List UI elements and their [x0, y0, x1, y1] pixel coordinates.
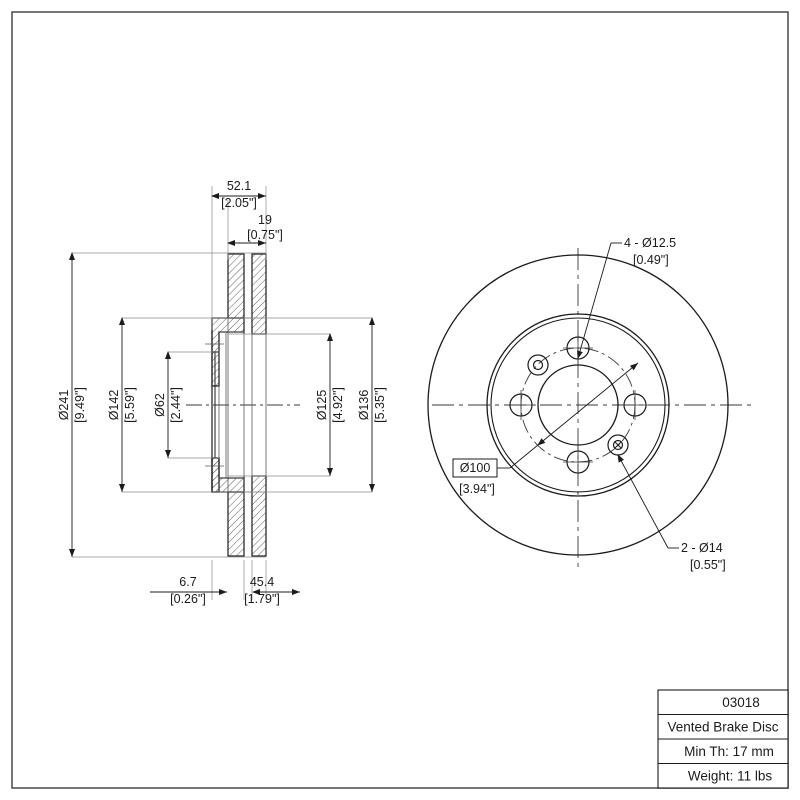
- dim-outer-diameter-imperial: [9.49"]: [73, 387, 87, 423]
- callout-lug-holes-line1: 4 - Ø12.5: [624, 236, 676, 250]
- callout-pilot-holes: 2 - Ø14 [0.55"]: [681, 541, 726, 572]
- dim-center-bore-metric: Ø62: [153, 393, 167, 417]
- front-face-view: Ø100 [3.94"] 4 - Ø12.5 [0.49"] 2 - Ø14 […: [427, 236, 756, 572]
- dim-inner-friction-imperial: [4.92"]: [331, 387, 345, 423]
- dimension-overall-width: 52.1 [2.05"]: [211, 179, 266, 210]
- dim-offset-metric: 45.4: [250, 575, 274, 589]
- dim-flange-thickness-imperial: [0.26"]: [170, 592, 206, 606]
- dimension-disc-thickness: 19 [0.75"]: [227, 213, 283, 246]
- title-block-part-number: 03018: [722, 695, 760, 710]
- dim-center-bore-imperial: [2.44"]: [169, 387, 183, 423]
- dimension-offset: 45.4 [1.79"]: [244, 575, 300, 606]
- dimension-inner-friction-diameter: Ø125 [4.92"]: [315, 333, 345, 476]
- extension-lines: [72, 186, 372, 600]
- dim-disc-thickness-imperial: [0.75"]: [247, 228, 283, 242]
- callout-bolt-circle: Ø100 [3.94"]: [452, 458, 498, 496]
- dim-outer-diameter-metric: Ø241: [57, 390, 71, 421]
- dim-overall-width-metric: 52.1: [227, 179, 251, 193]
- title-block-min-thickness: Min Th: 17 mm: [684, 744, 774, 759]
- dim-disc-thickness-metric: 19: [258, 213, 272, 227]
- dim-flange-thickness-metric: 6.7: [179, 575, 196, 589]
- dim-friction-band-imperial: [5.35"]: [373, 387, 387, 423]
- dimension-center-bore: Ø62 [2.44"]: [153, 351, 183, 458]
- callout-lug-holes-line2: [0.49"]: [633, 253, 669, 267]
- cross-section-view: Ø241 [9.49"] Ø142 [5.59"] Ø62 [2.44"] Ø1…: [57, 179, 387, 606]
- dim-flange-diameter-imperial: [5.59"]: [123, 387, 137, 423]
- dimension-outer-diameter: Ø241 [9.49"]: [57, 252, 87, 557]
- title-block-part-description: Vented Brake Disc: [667, 720, 778, 735]
- callout-lug-holes: 4 - Ø12.5 [0.49"]: [624, 236, 676, 267]
- hub-bore-wall: [211, 318, 244, 492]
- title-block-weight: Weight: 11 lbs: [688, 769, 773, 784]
- dimension-flange-thickness: 6.7 [0.26"]: [150, 575, 227, 606]
- callout-bolt-circle-imperial: [3.94"]: [459, 482, 495, 496]
- hat-detail-ticks: [205, 343, 224, 467]
- callout-bolt-circle-boxed: Ø100: [460, 461, 491, 475]
- title-block: 03018 Vented Brake Disc Min Th: 17 mm We…: [657, 689, 789, 789]
- callout-pilot-holes-leader: [617, 454, 679, 549]
- dim-offset-imperial: [1.79"]: [244, 592, 280, 606]
- disc-outer-circle: [427, 254, 729, 556]
- callout-pilot-holes-line2: [0.55"]: [690, 558, 726, 572]
- hub-flange-inner-circle: [490, 317, 666, 493]
- lug-hole-left: [506, 390, 536, 420]
- callout-pilot-holes-line1: 2 - Ø14: [681, 541, 723, 555]
- hub-flange-outer-circle: [486, 313, 670, 497]
- dim-flange-diameter-metric: Ø142: [107, 390, 121, 421]
- lug-hole-bottom: [563, 447, 593, 477]
- dim-overall-width-imperial: [2.05"]: [221, 196, 257, 210]
- dimension-friction-band-diameter: Ø136 [5.35"]: [357, 317, 387, 492]
- sheet-border: [11, 11, 789, 789]
- dimension-flange-diameter: Ø142 [5.59"]: [107, 317, 137, 492]
- dim-friction-band-metric: Ø136: [357, 390, 371, 421]
- dim-inner-friction-metric: Ø125: [315, 390, 329, 421]
- callout-lug-holes-leader: [577, 242, 622, 359]
